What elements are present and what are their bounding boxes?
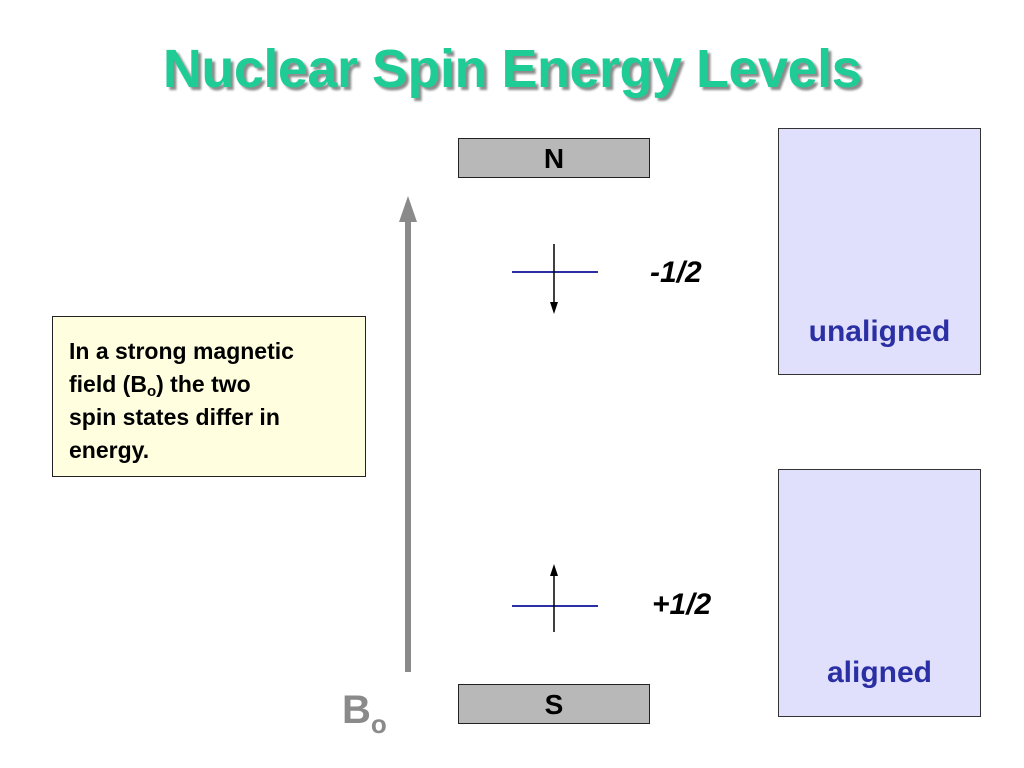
energy-level-lower <box>512 564 598 632</box>
panel-label-unaligned: unaligned <box>808 315 951 348</box>
explanation-note: In a strong magnetic field (Bo) the two … <box>52 316 366 477</box>
magnet-north-pole: N <box>458 138 650 178</box>
field-arrow <box>399 196 417 672</box>
panel-aligned: aligned <box>778 469 981 717</box>
energy-level-upper <box>512 244 598 314</box>
panel-label-aligned: aligned <box>826 656 932 689</box>
field-symbol: B <box>342 688 371 732</box>
note-line-2-pre: field (B <box>69 371 147 397</box>
note-line-3: spin states differ in <box>69 404 280 430</box>
spin-up-arrow-icon <box>550 564 558 576</box>
note-line-2-post: ) the two <box>156 371 251 397</box>
field-label: Bo <box>342 688 387 737</box>
spin-label-lower: +1/2 <box>652 588 712 621</box>
panel-unaligned: unaligned <box>778 128 981 375</box>
page-title: Nuclear Spin Energy Levels <box>162 39 862 99</box>
magnet-south-pole: S <box>458 684 650 724</box>
spin-label-upper: -1/2 <box>650 256 702 289</box>
spin-down-arrow-icon <box>550 302 558 314</box>
note-subscript: o <box>146 383 157 400</box>
note-line-2: field (Bo) the two <box>69 368 355 401</box>
field-subscript: o <box>370 709 387 739</box>
note-line-1: In a strong magnetic <box>69 338 294 364</box>
note-line-4: energy. <box>69 437 150 463</box>
